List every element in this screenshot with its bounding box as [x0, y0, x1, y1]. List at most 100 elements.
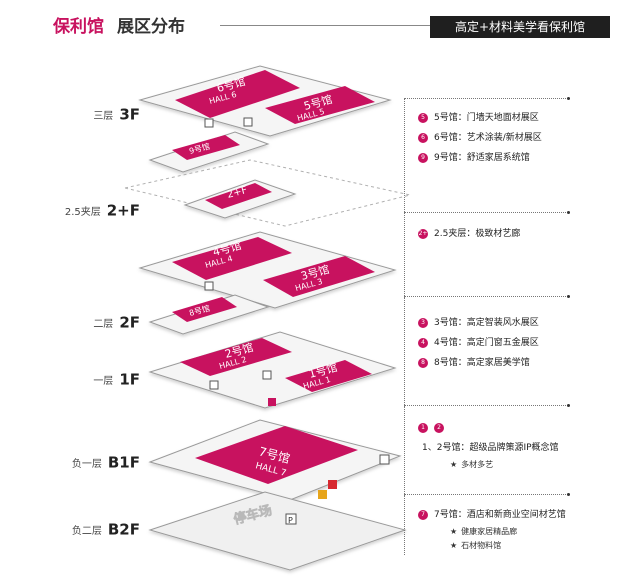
- hall-number-badge: 6: [418, 132, 428, 143]
- hall-number-badge: 2+: [418, 228, 428, 239]
- header: 保利馆 展区分布 高定+材料美学看保利馆: [0, 0, 618, 40]
- connector-2f: [404, 296, 570, 407]
- hall-number-badge: 3: [418, 317, 428, 328]
- hall-number-badge: 2: [434, 422, 444, 433]
- floor-label-1f: 一层 1F: [0, 369, 140, 389]
- connector-dot: [567, 493, 570, 496]
- floor-label-2f: 二层 2F: [0, 312, 140, 332]
- star-icon: ★: [450, 541, 458, 550]
- hall-2plus-block: [205, 183, 272, 209]
- legend-text: 4号馆：高定门窗五金展区: [434, 338, 539, 348]
- legend-item: 1、2号馆：超级品牌策源IP概念馆: [418, 438, 559, 458]
- star-icon: ★: [450, 527, 458, 536]
- floor-label-b1f: 负一层 B1F: [0, 452, 140, 472]
- hall-number-badge: 1: [418, 422, 428, 433]
- floor-b2f: 停车场 P: [148, 491, 407, 571]
- floor-code: 3F: [119, 105, 140, 124]
- legend-item: 5 5号馆：门墙天地面材展区: [418, 108, 542, 128]
- connector-3f: [404, 98, 570, 214]
- hall-3-block: [263, 256, 375, 297]
- floor-2f-main-slab: [138, 231, 397, 309]
- restroom-icon-2f: [204, 281, 214, 291]
- legend-subitem: ★健康家居精品廊: [418, 525, 566, 539]
- legend-text: 5号馆：门墙天地面材展区: [434, 113, 539, 123]
- section-title: 展区分布: [117, 17, 185, 37]
- connector-2-5f: [404, 212, 570, 298]
- info-icon-1f: [262, 370, 272, 380]
- hall-9-block: [172, 135, 240, 160]
- hall-number-badge: 7: [418, 509, 428, 520]
- first-aid-icon: [268, 398, 276, 406]
- connector-1f: [404, 405, 570, 496]
- legend-3f: 5 5号馆：门墙天地面材展区 6 6号馆：艺术涂装/新材展区 9 9号馆：舒适家居系统…: [418, 108, 542, 168]
- floor-code: 2F: [119, 313, 140, 332]
- legend-item: 9 9号馆：舒适家居系统馆: [418, 148, 542, 168]
- hall-number-badge: 5: [418, 112, 428, 123]
- floor-label-b2f: 负二层 B2F: [0, 519, 140, 539]
- parking-icon: [285, 513, 297, 525]
- floor-label-3f: 三层 3F: [0, 104, 140, 124]
- restroom-icon-b1f: [379, 454, 390, 465]
- hall-4-block: [172, 237, 292, 280]
- legend-text: 3号馆：高定智装风水展区: [434, 318, 539, 328]
- floor-zh: 三层: [93, 111, 114, 122]
- cafe-icon: [318, 490, 327, 499]
- legend-text: 2.5夹层：极致材艺廊: [434, 229, 521, 239]
- connector-dot: [567, 97, 570, 100]
- floor-code: 2+F: [106, 201, 140, 220]
- legend-text: 6号馆：艺术涂装/新材展区: [434, 133, 542, 143]
- hall-2plus-label: 2+F: [226, 185, 249, 201]
- legend-item: 8 8号馆：高定家居美学馆: [418, 353, 539, 373]
- floor-3f-main-slab: [138, 65, 392, 137]
- info-icon-3f: [243, 117, 253, 127]
- legend-item: 6 6号馆：艺术涂装/新材展区: [418, 128, 542, 148]
- floor-code: B2F: [107, 520, 140, 539]
- legend-2-5f: 2+ 2.5夹层：极致材艺廊: [418, 224, 520, 244]
- floor-zh: 负一层: [71, 459, 102, 470]
- floor-b2f-slab: [148, 491, 407, 571]
- floor-b1f: 7号馆 HALL 7: [148, 419, 402, 501]
- floor-code: 1F: [119, 370, 140, 389]
- legend-text: 9号馆：舒适家居系统馆: [434, 153, 530, 163]
- legend-item: 2+ 2.5夹层：极致材艺廊: [418, 224, 520, 244]
- floor-3f: 6号馆 HALL 6 5号馆 HALL 5 9号馆: [138, 65, 392, 173]
- hall-5-block: [265, 86, 375, 124]
- legend-subitem-text: 石材物料馆: [461, 541, 502, 550]
- venue-title: 保利馆: [53, 17, 104, 37]
- legend-text: 1、2号馆：超级品牌策源IP概念馆: [422, 443, 559, 453]
- connector-dot: [567, 211, 570, 214]
- legend-item: 3 3号馆：高定智装风水展区: [418, 313, 539, 333]
- floor-code: B1F: [107, 453, 140, 472]
- hall-number-badge: 9: [418, 152, 428, 163]
- restroom-icon-1f: [209, 380, 219, 390]
- hall-1-block: [285, 360, 372, 392]
- floor-1f: 2号馆 HALL 2 1号馆 HALL 1: [148, 331, 397, 409]
- hall-7-block: [195, 426, 358, 484]
- hall-8-block: [172, 297, 237, 322]
- hall-number-badge: 8: [418, 357, 428, 368]
- floor-zh: 二层: [93, 319, 114, 330]
- legend-subitem: ★石材物料馆: [418, 539, 566, 553]
- floor-zh: 一层: [93, 376, 114, 387]
- star-icon: ★: [450, 460, 458, 469]
- legend-subitem-text: 健康家居精品廊: [461, 527, 518, 536]
- floor-2-5f: 2+F: [124, 159, 411, 227]
- connector-dot: [567, 295, 570, 298]
- floor-zh: 负二层: [71, 526, 102, 537]
- legend-subitem: ★多材多艺: [418, 458, 559, 472]
- legend-text: 8号馆：高定家居美学馆: [434, 358, 530, 368]
- hall-2-block: [180, 338, 292, 376]
- restaurant-icon: [328, 480, 337, 489]
- floor-2f: 4号馆 HALL 4 3号馆 HALL 3 8号馆: [138, 231, 397, 335]
- connector-b1f: [404, 494, 570, 555]
- parking-icon-letter: P: [288, 516, 293, 525]
- banner-box: 高定+材料美学看保利馆: [430, 16, 610, 38]
